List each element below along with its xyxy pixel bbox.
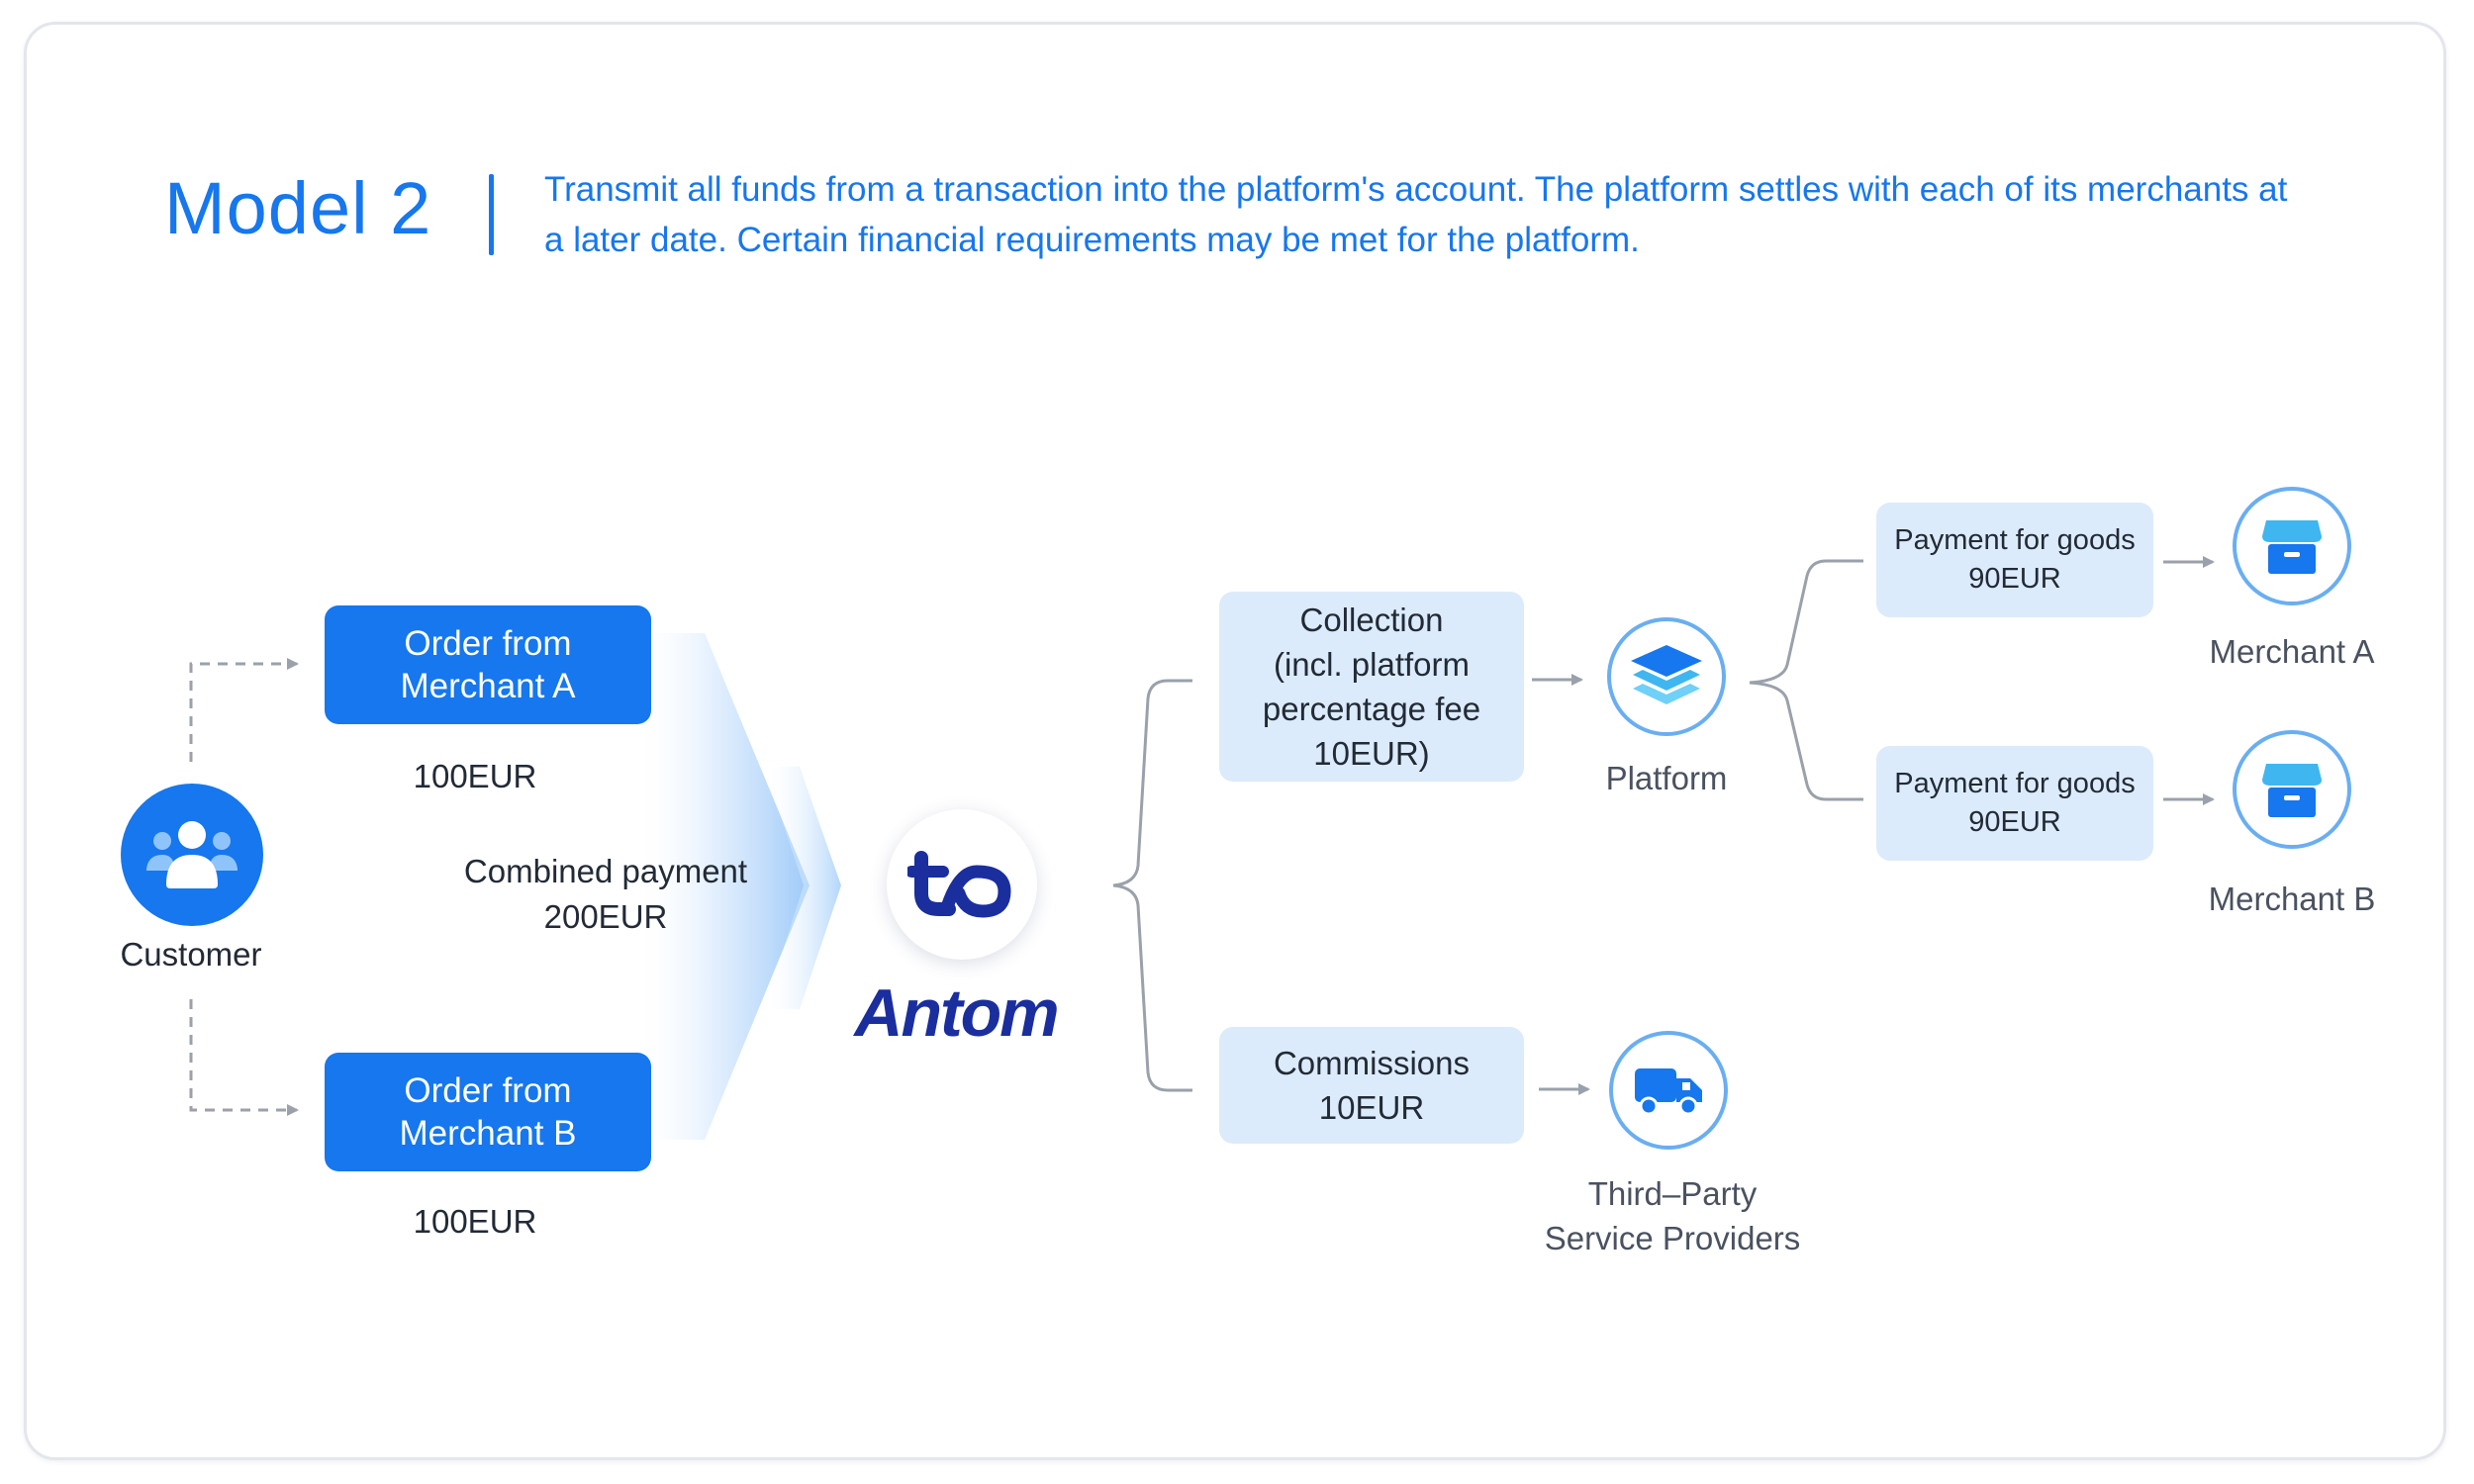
platform-split-brace	[1749, 559, 1863, 801]
customer-label: Customer	[120, 936, 262, 973]
order-merchant-b-box: Order from Merchant B	[325, 1053, 651, 1171]
antom-wordmark: Antom	[854, 975, 1059, 1051]
collection-box: Collection (incl. platform percentage fe…	[1219, 592, 1524, 782]
antom-logo-circle	[887, 809, 1037, 960]
model-description: Transmit all funds from a transaction in…	[544, 170, 2288, 259]
layers-icon	[1631, 645, 1702, 704]
merchant-b-label: Merchant B	[2208, 881, 2376, 917]
flow-chevron	[633, 633, 809, 1140]
order-a-amount: 100EUR	[413, 758, 537, 794]
model-title: Model 2	[164, 167, 432, 249]
antom-mark-icon	[907, 851, 1011, 918]
order-merchant-a-box: Order from Merchant A	[325, 605, 651, 724]
commissions-box: Commissions 10EUR	[1219, 1027, 1524, 1144]
platform-label: Platform	[1605, 760, 1728, 796]
merchant-a-label: Merchant A	[2209, 633, 2375, 670]
third-party-icon-circle	[1609, 1031, 1728, 1150]
customer-to-order-a-connector	[189, 658, 299, 762]
customer-to-order-b-connector	[189, 999, 299, 1116]
customer-avatar	[121, 784, 263, 926]
store-icon	[2262, 764, 2322, 817]
merchant-b-icon-circle	[2233, 730, 2351, 849]
third-party-label: Third–Party Service Providers	[1544, 1175, 1801, 1256]
combined-payment-label: Combined payment	[463, 853, 748, 889]
flow-chevron-tip	[764, 767, 841, 1009]
payment-goods-a-box: Payment for goods 90EUR	[1876, 503, 2153, 617]
merchant-a-icon-circle	[2233, 487, 2351, 605]
title-divider	[489, 174, 494, 255]
combined-payment-amount: 200EUR	[543, 898, 668, 935]
payment-goods-b-box: Payment for goods 90EUR	[1876, 746, 2153, 861]
antom-split-brace	[1112, 679, 1192, 1092]
order-b-amount: 100EUR	[413, 1203, 537, 1240]
platform-icon-circle	[1607, 617, 1726, 736]
truck-icon	[1635, 1068, 1702, 1116]
users-icon	[146, 821, 238, 888]
store-icon	[2262, 520, 2322, 574]
